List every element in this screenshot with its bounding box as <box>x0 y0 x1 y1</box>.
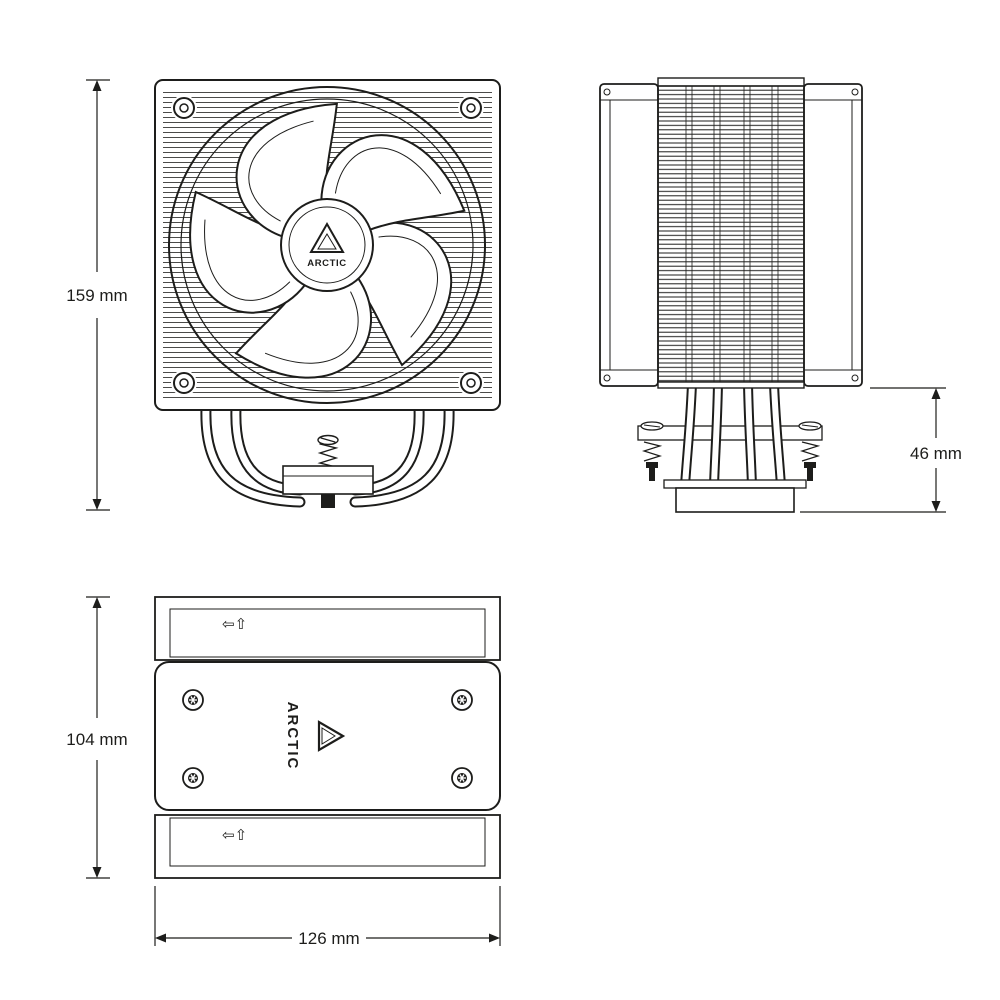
fan-rim-outer <box>168 86 486 404</box>
front-spring-screw <box>317 434 339 468</box>
front-base-bracket <box>282 465 374 508</box>
dimension-depth: 104 mm <box>66 596 128 879</box>
side-base-plate <box>663 479 807 513</box>
clearance-label: 46 mm <box>910 444 962 463</box>
depth-label: 104 mm <box>66 730 127 749</box>
top-plate-screws <box>182 689 473 789</box>
dimension-height: 159 mm <box>66 79 128 511</box>
fan-clip-arrows-icon: ⇦⇧ <box>222 616 247 633</box>
width-label: 126 mm <box>298 929 359 948</box>
side-fin-stack <box>657 77 805 389</box>
side-view <box>599 77 863 513</box>
front-view: ARCTIC <box>154 79 501 508</box>
side-fan-frame-right <box>803 83 863 387</box>
arctic-logo-icon <box>309 221 345 253</box>
side-mounting-bar <box>637 421 823 481</box>
front-heatpipes <box>200 402 455 508</box>
side-fan-frame-left <box>599 83 659 387</box>
fan-corner-screws <box>171 95 484 396</box>
top-plate: ARCTIC <box>154 661 501 811</box>
side-heatpipes <box>680 383 786 487</box>
fan-blades <box>189 102 466 379</box>
top-fan-strip-upper: ⇦⇧ <box>154 596 501 661</box>
top-plate-brand-text: ARCTIC <box>284 702 301 771</box>
fan-hub-brand: ARCTIC <box>307 258 347 269</box>
fan-rim-inner <box>180 98 474 392</box>
fan-clip-arrows-icon: ⇦⇧ <box>222 827 247 844</box>
dimension-clearance: 46 mm <box>800 387 962 513</box>
top-plate-brand: ARCTIC <box>284 702 346 771</box>
arctic-logo-icon <box>317 720 346 752</box>
dimension-width: 126 mm <box>154 886 501 948</box>
top-fan-strip-lower: ⇦⇧ <box>154 814 501 879</box>
fan-hub: ARCTIC <box>280 198 374 292</box>
top-view: ⇦⇧ ⇦⇧ <box>154 596 501 879</box>
height-label: 159 mm <box>66 286 127 305</box>
